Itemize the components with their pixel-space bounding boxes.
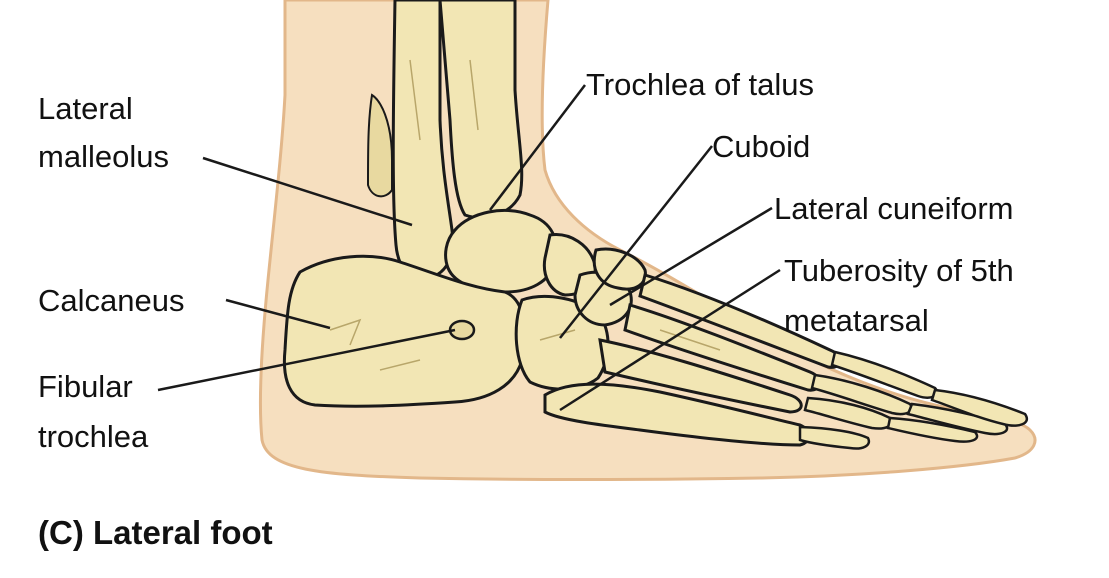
leader-trochlea-of-talus xyxy=(489,84,586,211)
label-lateral-cuneiform: Lateral cuneiform xyxy=(774,191,1014,226)
leader-tuberosity-5th-metatarsal xyxy=(559,268,781,412)
label-tuberosity-line2: metatarsal xyxy=(784,303,929,338)
talus-bone xyxy=(444,208,558,294)
leader-cuboid xyxy=(559,145,713,339)
label-lateral-malleolus-line1: Lateral xyxy=(38,91,133,126)
label-calcaneus: Calcaneus xyxy=(38,283,185,318)
leader-calcaneus xyxy=(225,298,331,330)
label-fibular-trochlea-line2: trochlea xyxy=(38,419,149,454)
figure-caption: (C) Lateral foot xyxy=(38,514,273,551)
label-cuboid: Cuboid xyxy=(712,129,811,164)
leader-lateral-cuneiform xyxy=(609,206,773,307)
metatarsal-4-bone xyxy=(598,338,803,414)
label-trochlea-of-talus: Trochlea of talus xyxy=(586,67,815,102)
leader-fibular-trochlea xyxy=(157,328,456,392)
label-fibular-trochlea-line1: Fibular xyxy=(38,369,133,404)
label-tuberosity-line1: Tuberosity of 5th xyxy=(784,253,1014,288)
leader-lines xyxy=(157,84,781,412)
tibia-shaft-back xyxy=(366,93,393,198)
label-lateral-malleolus-line2: malleolus xyxy=(38,139,169,174)
bone-texture xyxy=(329,59,721,371)
phalanges xyxy=(798,350,1028,450)
leader-lateral-malleolus xyxy=(202,156,413,227)
